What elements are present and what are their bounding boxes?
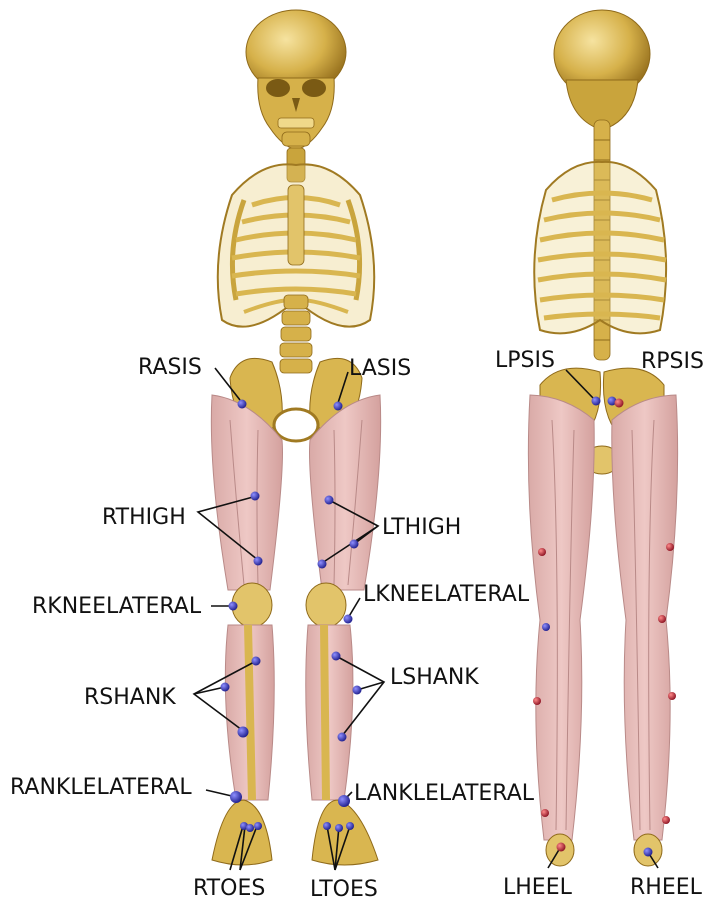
label-rthigh: RTHIGH xyxy=(102,507,186,529)
label-rkneelateral: RKNEELATERAL xyxy=(32,596,201,618)
front-skull xyxy=(246,10,346,150)
marker-lpsis xyxy=(592,397,601,406)
label-lheel: LHEEL xyxy=(503,877,572,899)
label-rheel: RHEEL xyxy=(630,877,702,899)
label-ranklelateral: RANKLELATERAL xyxy=(10,777,192,799)
marker-back-lknee xyxy=(542,623,550,631)
label-ltoes: LTOES xyxy=(310,879,378,901)
marker-rthigh-lower xyxy=(254,557,263,566)
marker-ltoe-2 xyxy=(335,824,343,832)
marker-back-lthigh xyxy=(538,548,546,556)
marker-rshank-upper xyxy=(252,657,261,666)
marker-rasis xyxy=(238,400,247,409)
marker-ltoe-3 xyxy=(346,822,354,830)
marker-rtoe-2 xyxy=(246,824,254,832)
marker-lshank-mid xyxy=(353,686,362,695)
marker-back-rthigh xyxy=(666,543,674,551)
back-ribcage xyxy=(534,162,666,333)
label-rasis: RASIS xyxy=(138,357,202,379)
label-rtoes: RTOES xyxy=(193,878,265,900)
marker-rpsis xyxy=(615,399,624,408)
marker-back-rknee xyxy=(658,615,666,623)
label-lkneelateral: LKNEELATERAL xyxy=(363,584,529,606)
label-rshank: RSHANK xyxy=(84,687,176,709)
label-lshank: LSHANK xyxy=(390,667,479,689)
front-right-knee xyxy=(232,583,272,627)
label-lasis: LASIS xyxy=(349,358,411,380)
front-shank-muscles xyxy=(225,625,353,800)
marker-rheel xyxy=(644,848,653,857)
marker-rkneelateral xyxy=(229,602,238,611)
marker-rtoe-3 xyxy=(254,822,262,830)
label-lthigh: LTHIGH xyxy=(382,517,461,539)
marker-ltoe-1 xyxy=(323,822,331,830)
marker-ranklelateral xyxy=(230,791,242,803)
marker-back-rankle xyxy=(662,816,670,824)
marker-lkneelateral xyxy=(344,615,353,624)
marker-back-lankle xyxy=(541,809,549,817)
marker-lthigh-upper xyxy=(325,496,334,505)
marker-lheel xyxy=(557,843,566,852)
marker-lshank-upper xyxy=(332,652,341,661)
front-left-knee xyxy=(306,583,346,627)
marker-rthigh-upper xyxy=(251,492,260,501)
front-view xyxy=(194,10,384,870)
marker-rshank-mid xyxy=(221,683,230,692)
label-rpsis: RPSIS xyxy=(641,351,704,373)
marker-lshank-lower xyxy=(338,733,347,742)
back-skull xyxy=(554,10,650,130)
label-lanklelateral: LANKLELATERAL xyxy=(354,783,534,805)
marker-lthigh-lower xyxy=(318,560,327,569)
back-view xyxy=(528,10,677,868)
marker-back-lshank xyxy=(533,697,541,705)
marker-back-rshank xyxy=(668,692,676,700)
front-lumbar-spine xyxy=(280,295,312,373)
marker-lasis xyxy=(334,402,343,411)
marker-rshank-lower xyxy=(238,727,249,738)
front-feet xyxy=(212,800,378,865)
marker-lthigh-mid xyxy=(350,540,359,549)
label-lpsis: LPSIS xyxy=(495,350,555,372)
marker-lanklelateral xyxy=(338,795,350,807)
